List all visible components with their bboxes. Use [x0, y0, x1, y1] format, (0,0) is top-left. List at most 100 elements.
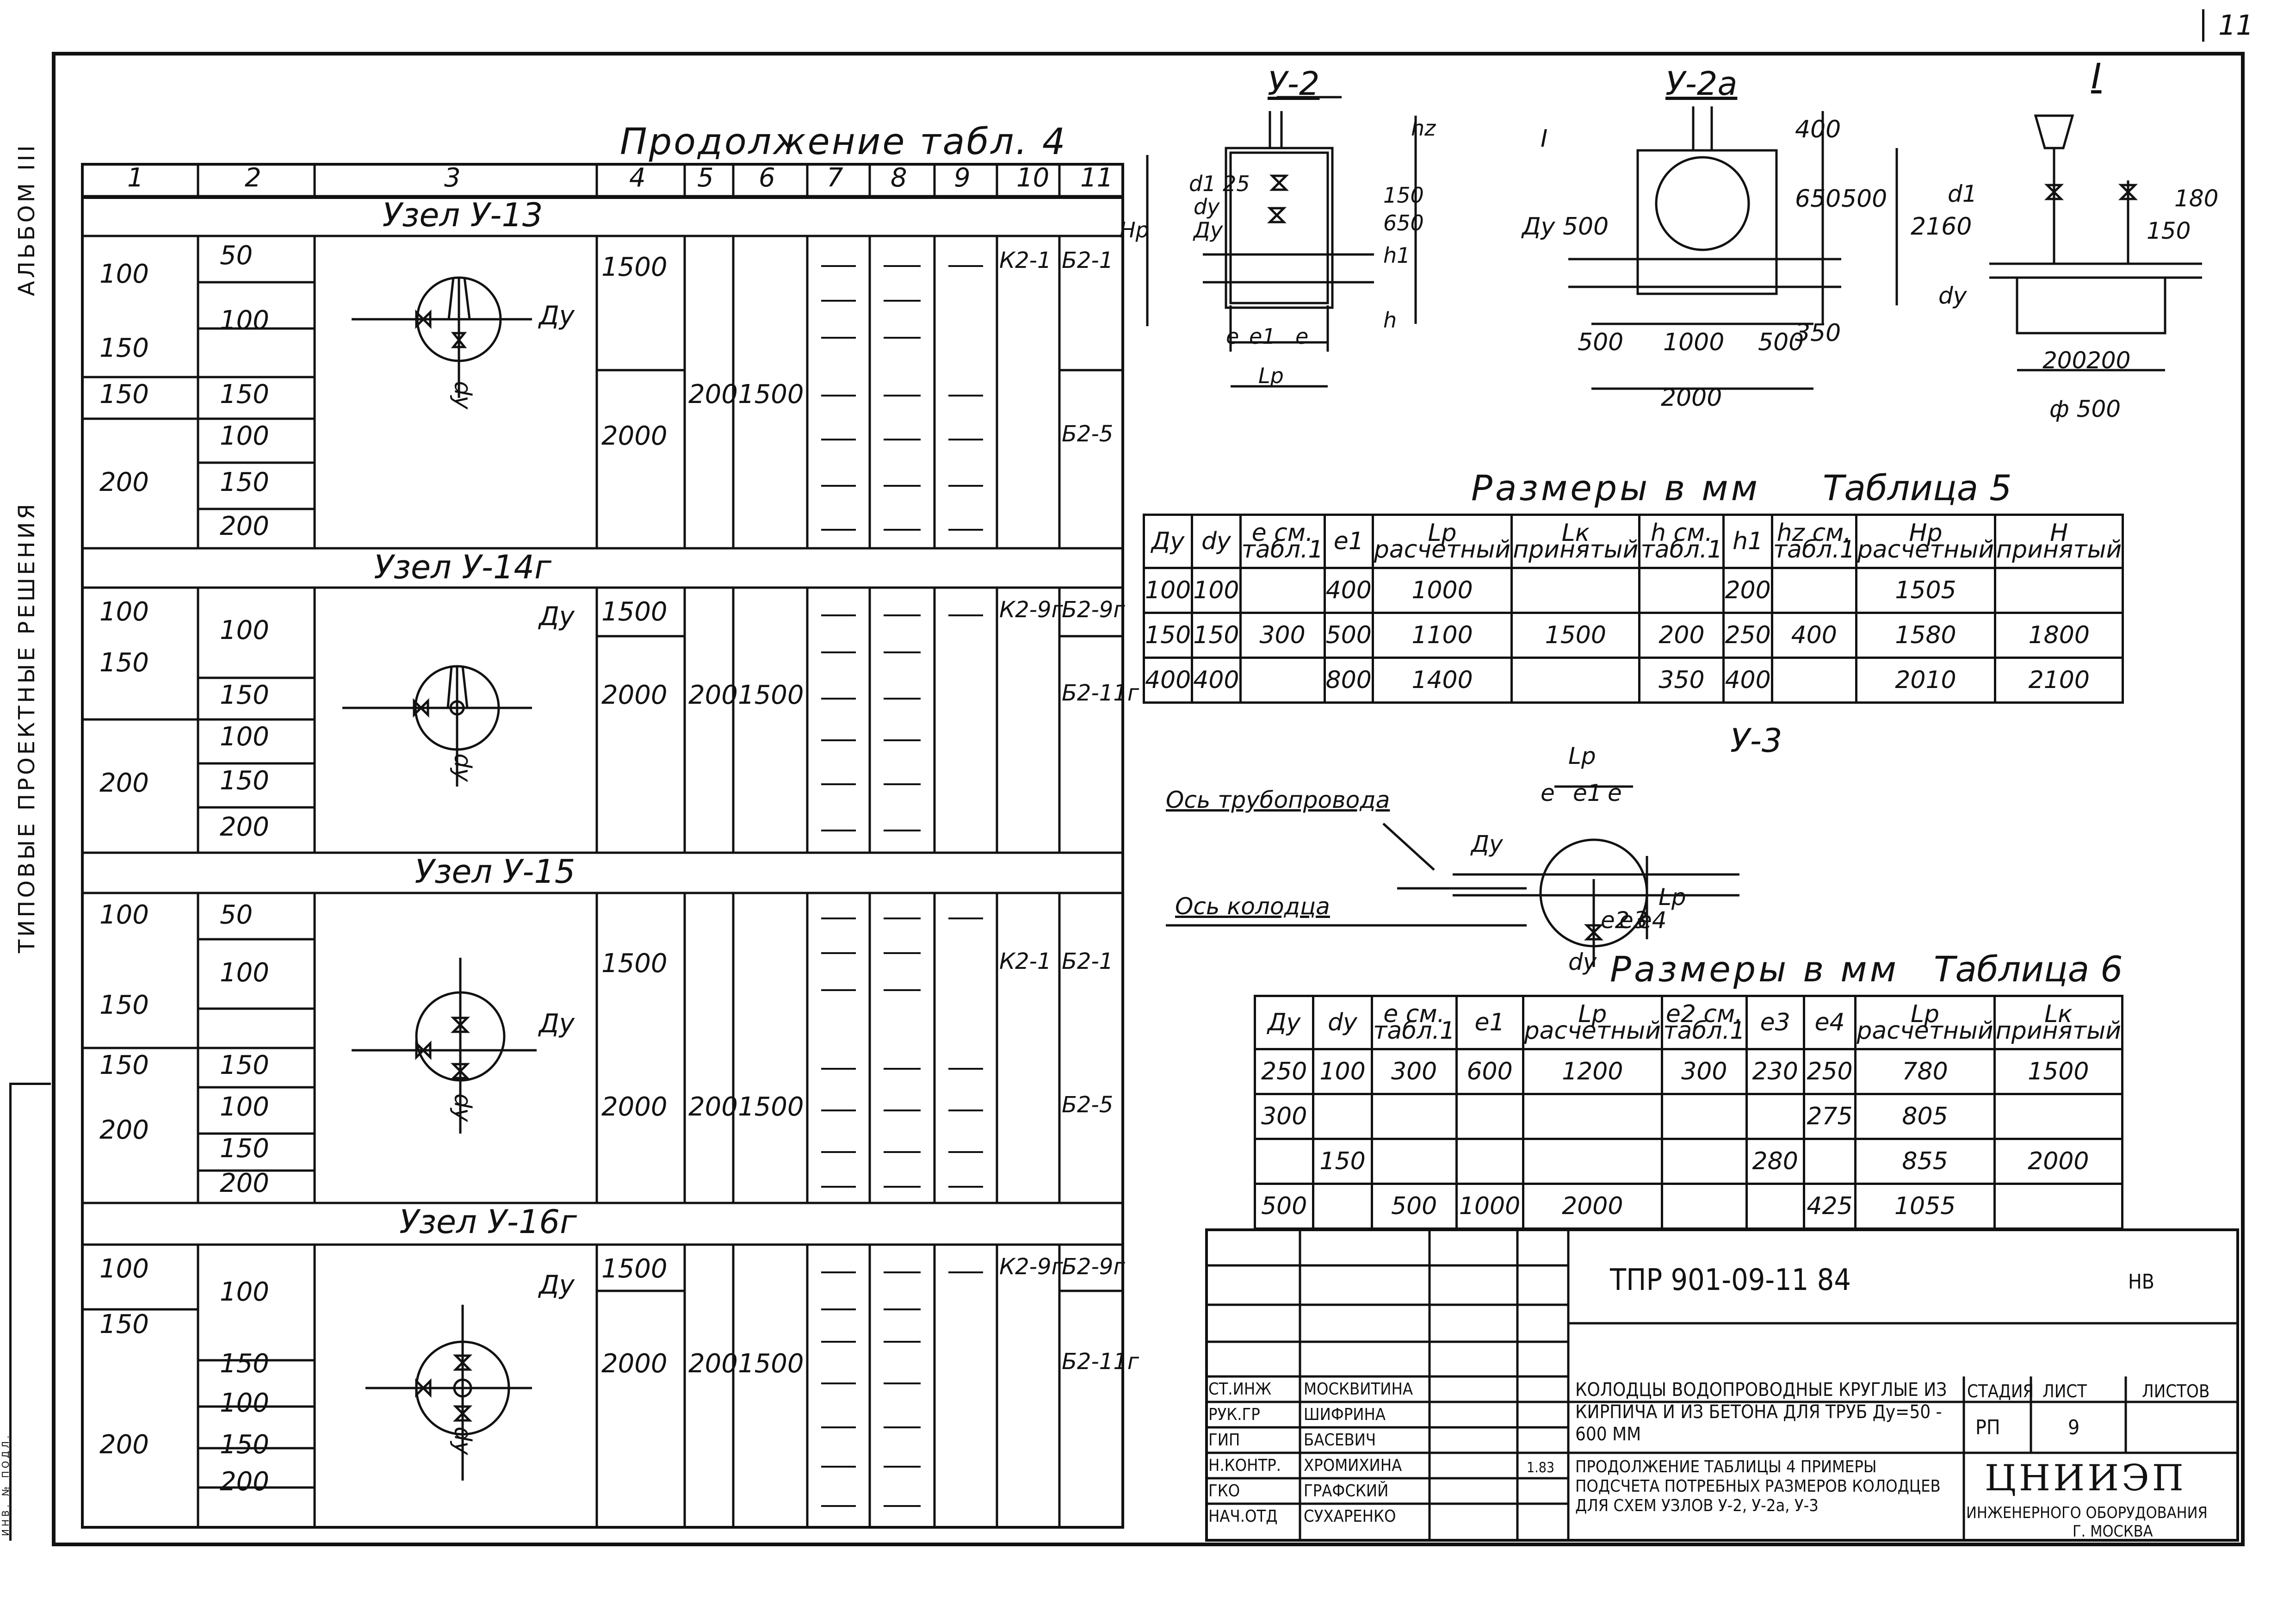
col1-value: 150	[99, 990, 149, 1020]
table6-cell	[1253, 1139, 1315, 1185]
u3-label: е1	[1573, 780, 1602, 806]
u2-label: h1	[1383, 243, 1411, 268]
table6-cell: 150	[1312, 1138, 1373, 1185]
table6-cell: 1200	[1522, 1048, 1663, 1095]
u2-label: е	[1226, 324, 1239, 349]
detail1-label: 180	[2174, 185, 2219, 212]
u2-label: Ду	[1194, 217, 1223, 242]
table6-cell	[1745, 1094, 1805, 1140]
col11-value: Б2-5	[1062, 421, 1114, 447]
u3-label: е3	[1619, 907, 1648, 934]
col2-value: 150	[220, 766, 269, 796]
table5-header-cell: dy	[1191, 514, 1242, 569]
table4-col-header: 6	[759, 163, 775, 193]
table4-col-header: 5	[697, 163, 714, 193]
sheet-label: ЛИСТ	[2042, 1381, 2087, 1401]
org-sub: ИНЖЕНЕРНОГО ОБОРУДОВАНИЯ	[1966, 1504, 2208, 1522]
node-schematics	[342, 276, 537, 1481]
table5-cell: 150	[1191, 612, 1242, 659]
col2-value: 100	[220, 615, 269, 645]
table5-header-cell: Н принятый	[1994, 514, 2124, 569]
col4-value: 1500	[601, 948, 668, 979]
col4-value: 1500	[601, 252, 668, 282]
u2-label: d1 25	[1189, 171, 1250, 196]
col2-value: 200	[220, 812, 269, 842]
table6-header-cell: Lр расчетный	[1854, 995, 1996, 1050]
table6-cell: 300	[1370, 1048, 1458, 1095]
col2-value: 100	[220, 305, 269, 335]
col5-value: 200	[688, 680, 738, 710]
col6-value: 1500	[738, 379, 804, 409]
page-number: 11	[2202, 9, 2253, 42]
col2-value: 150	[220, 467, 269, 497]
table6-cell: 2000	[1993, 1138, 2124, 1185]
table5-cell: 400	[1191, 657, 1242, 704]
table6-header-cell: Lр расчетный	[1522, 995, 1663, 1050]
col1-value: 100	[99, 900, 149, 930]
stamp-name: БАСЕВИЧ	[1304, 1431, 1376, 1450]
table5-cell	[1770, 657, 1857, 704]
col10-value: К2-1	[999, 948, 1052, 974]
table6-header-cell: е4	[1802, 995, 1857, 1050]
table6-cell: 500	[1253, 1183, 1315, 1230]
stamp-role: НАЧ.ОТД	[1208, 1507, 1278, 1526]
table6-cell	[1455, 1139, 1524, 1185]
u2-label: 650	[1383, 211, 1424, 236]
table6-cell	[1660, 1184, 1748, 1230]
stamp-name: ХРОМИХИНА	[1304, 1456, 1402, 1475]
dy-label: dy	[449, 381, 477, 409]
stamp-role: ГИП	[1208, 1431, 1240, 1450]
table5-header-cell: е см. табл.1	[1239, 514, 1326, 569]
table6-cell	[1312, 1184, 1373, 1230]
table5-title: Таблица 5	[1823, 467, 2012, 508]
col2-value: 150	[220, 1134, 269, 1164]
col1-value: 150	[99, 379, 149, 409]
table6-header-cell: е3	[1745, 995, 1805, 1050]
table6-cell	[1312, 1094, 1373, 1140]
table4-header	[84, 166, 1122, 199]
col2-value: 200	[220, 511, 269, 541]
u3-label: е2	[1601, 907, 1630, 934]
detail1-label: d1	[1948, 180, 1977, 207]
u3-title: У-3	[1730, 722, 1782, 760]
table5-cell: 200	[1722, 567, 1773, 614]
table4-col-header: 3	[444, 163, 461, 193]
u2a-label: Ду 500	[1522, 213, 1609, 241]
table6-cell: 300	[1253, 1093, 1315, 1140]
table6-header-cell: е2 см. табл.1	[1660, 995, 1748, 1050]
col11-value: Б2-5	[1062, 1092, 1114, 1118]
col4-value: 1500	[601, 1254, 668, 1284]
u3-label: е4	[1638, 907, 1667, 934]
col1-value: 100	[99, 259, 149, 289]
col1-value: 100	[99, 597, 149, 627]
stamp-name: ШИФРИНА	[1304, 1405, 1386, 1424]
table6-title: Таблица 6	[1934, 948, 2123, 990]
table6-cell: 855	[1854, 1138, 1996, 1185]
col2-value: 100	[220, 1277, 269, 1307]
col1-value: 150	[99, 1050, 149, 1080]
col2-value: 50	[220, 241, 253, 271]
table5-cell: 150	[1142, 612, 1194, 659]
u2a-label: 400	[1795, 116, 1841, 143]
u3-label: Lр	[1568, 743, 1596, 769]
col6-value: 1500	[738, 680, 804, 710]
u2-label: Lр	[1258, 363, 1284, 388]
table6-cell	[1522, 1139, 1663, 1185]
col2-value: 50	[220, 900, 253, 930]
col2-value: 100	[220, 421, 269, 451]
table6-cell: 600	[1455, 1048, 1524, 1095]
col2-value: 150	[220, 1050, 269, 1080]
stamp-name: МОСКВИТИНА	[1304, 1380, 1413, 1399]
dy-label: dy	[449, 753, 477, 782]
doc-hv: НВ	[2128, 1270, 2154, 1294]
table5-cell	[1510, 657, 1641, 704]
table6-cell	[1993, 1094, 2124, 1140]
stage-value: РП	[1975, 1416, 2000, 1439]
